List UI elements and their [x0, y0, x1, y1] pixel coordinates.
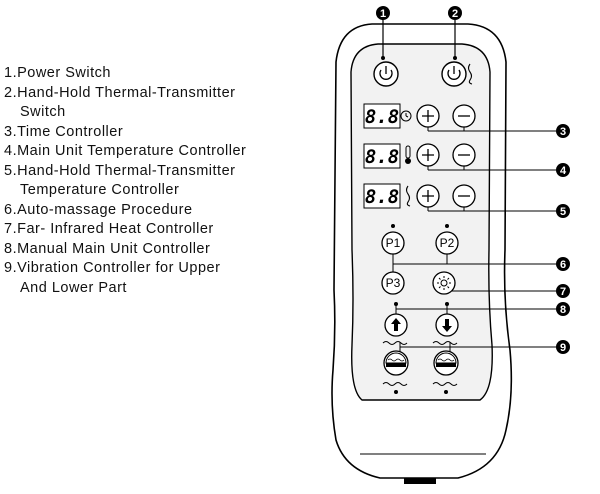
lower-vibration-button[interactable]: [433, 350, 459, 376]
wave-heat-icon: [405, 185, 411, 207]
time-display: 8.8: [363, 103, 401, 129]
main-unit-down-button[interactable]: [435, 313, 459, 337]
svg-text:8.8: 8.8: [365, 186, 399, 208]
thermal-power-icon: [447, 66, 461, 80]
legend-item-4: 4.Main Unit Temperature Controller: [4, 143, 247, 159]
main-temperature-display: 8.8: [363, 143, 401, 169]
upper-vibration-wave-icon: [382, 341, 408, 345]
svg-text:6: 6: [560, 259, 566, 271]
arrow-down-icon: [442, 319, 452, 332]
svg-text:5: 5: [560, 206, 566, 218]
thermometer-icon: [405, 145, 411, 164]
time-plus-button[interactable]: [416, 104, 440, 128]
main-temp-plus-button[interactable]: [416, 143, 440, 167]
legend-list: 1.Power Switch 2.Hand-Hold Thermal-Trans…: [4, 64, 246, 298]
svg-text:1: 1: [380, 8, 386, 20]
wave-heat-icon: [467, 63, 473, 85]
svg-text:P1: P1: [386, 236, 401, 250]
callout-9: 9: [556, 340, 570, 354]
svg-text:7: 7: [560, 286, 566, 298]
main-unit-up-button[interactable]: [384, 313, 408, 337]
program-p1-button[interactable]: P1: [381, 231, 405, 255]
arrow-up-icon: [391, 318, 401, 331]
main-temp-minus-button[interactable]: [452, 143, 476, 167]
plus-icon: [422, 190, 434, 202]
remote-foot: [404, 478, 436, 484]
callout-4: 4: [556, 163, 570, 177]
transmitter-temp-plus-button[interactable]: [416, 184, 440, 208]
callout-3: 3: [556, 124, 570, 138]
legend-item-8: 8.Manual Main Unit Controller: [4, 240, 211, 257]
legend-item-1: 1.Power Switch: [4, 65, 111, 81]
transmitter-temperature-display: 8.8: [363, 183, 401, 209]
svg-text:8.8: 8.8: [365, 106, 399, 128]
callout-7: 7: [556, 284, 570, 298]
upper-vibration-button[interactable]: [383, 350, 409, 376]
callout-8: 8: [556, 302, 570, 316]
svg-text:4: 4: [560, 165, 567, 177]
far-infrared-heat-button[interactable]: [432, 271, 456, 295]
power-button[interactable]: [373, 61, 399, 87]
callout-2: 2: [448, 6, 462, 20]
vibration-icon: [385, 352, 407, 367]
time-minus-button[interactable]: [452, 104, 476, 128]
legend-item-6: 6.Auto-massage Procedure: [4, 201, 193, 218]
legend-item-7: 7.Far- Infrared Heat Controller: [4, 221, 214, 237]
callout-1: 1: [376, 6, 390, 20]
svg-text:8.8: 8.8: [365, 146, 399, 168]
program-p3-button[interactable]: P3: [381, 271, 405, 295]
svg-text:P2: P2: [440, 236, 455, 250]
callout-6: 6: [556, 257, 570, 271]
thermal-transmitter-switch-button[interactable]: [441, 61, 473, 87]
plus-icon: [422, 110, 434, 122]
svg-text:3: 3: [560, 126, 566, 138]
clock-icon: [400, 110, 412, 122]
sun-icon: [437, 276, 451, 290]
svg-text:2: 2: [452, 8, 458, 20]
lower-vibration-wave-icon: [382, 382, 408, 386]
power-icon: [379, 66, 393, 80]
upper-vibration-wave-icon: [432, 341, 458, 345]
program-p2-button[interactable]: P2: [435, 231, 459, 255]
legend-item-3: 3.Time Controller: [4, 123, 124, 140]
svg-text:8: 8: [560, 304, 566, 316]
svg-text:9: 9: [560, 342, 566, 354]
transmitter-temp-minus-button[interactable]: [452, 184, 476, 208]
plus-icon: [422, 149, 434, 161]
vibration-icon: [435, 352, 457, 367]
lower-vibration-wave-icon: [432, 382, 458, 386]
svg-text:P3: P3: [386, 276, 401, 290]
callout-5: 5: [556, 204, 570, 218]
